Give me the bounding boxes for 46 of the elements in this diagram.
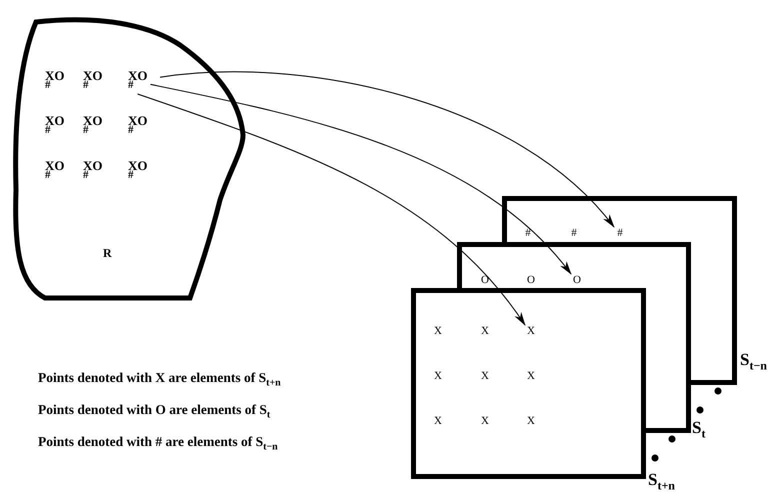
grid-mark: # xyxy=(568,227,580,239)
point-subscript: # xyxy=(128,81,134,90)
grid-mark: X xyxy=(525,325,537,337)
grid-mark: X xyxy=(479,415,491,427)
point-subscript: # xyxy=(83,126,88,135)
grid-mark: X xyxy=(432,325,444,337)
region-label: R xyxy=(103,246,112,261)
grid-mark: X xyxy=(525,415,537,427)
frame xyxy=(411,288,646,479)
legend-note: Points denoted with X are elements of S$_{t+n}$ xyxy=(38,370,281,389)
grid-mark: X xyxy=(432,415,444,427)
frame-label: S$_{t+n}$ xyxy=(648,470,675,494)
grid-mark: O xyxy=(479,274,491,286)
arrow xyxy=(150,84,572,275)
frame-label: S$_{t}$ xyxy=(692,418,706,442)
point-label: XO xyxy=(45,70,66,81)
arrow xyxy=(137,94,526,326)
grid-mark: X xyxy=(432,370,444,382)
point-label: XO xyxy=(45,115,66,126)
point-subscript: # xyxy=(83,171,88,180)
point-label: XO xyxy=(83,160,104,171)
point-subscript: # xyxy=(45,126,50,135)
arrow xyxy=(160,71,615,228)
point-subscript: # xyxy=(83,81,88,90)
point-label: XO xyxy=(45,160,66,171)
point-subscript: # xyxy=(45,81,50,90)
frame-label: S$_{t−n}$ xyxy=(740,350,767,374)
point-subscript: # xyxy=(45,171,50,180)
point-label: XO xyxy=(128,70,148,81)
grid-mark: # xyxy=(614,227,626,239)
point-subscript: # xyxy=(128,126,134,135)
point-label: XO xyxy=(83,115,104,126)
grid-mark: O xyxy=(525,274,537,286)
grid-mark: X xyxy=(479,325,491,337)
point-label: XO xyxy=(128,115,148,126)
legend-note: Points denoted with # are elements of S$_{t−n}$ xyxy=(38,434,278,453)
point-subscript: # xyxy=(128,171,134,180)
frame xyxy=(457,242,691,433)
legend-note: Points denoted with O are elements of S$_{t}$ xyxy=(38,402,270,421)
grid-mark: # xyxy=(522,227,534,239)
point-label: XO xyxy=(128,160,148,171)
frame xyxy=(502,196,737,385)
grid-mark: X xyxy=(479,370,491,382)
grid-mark: X xyxy=(525,370,537,382)
grid-mark: O xyxy=(571,274,583,286)
point-label: XO xyxy=(83,70,104,81)
